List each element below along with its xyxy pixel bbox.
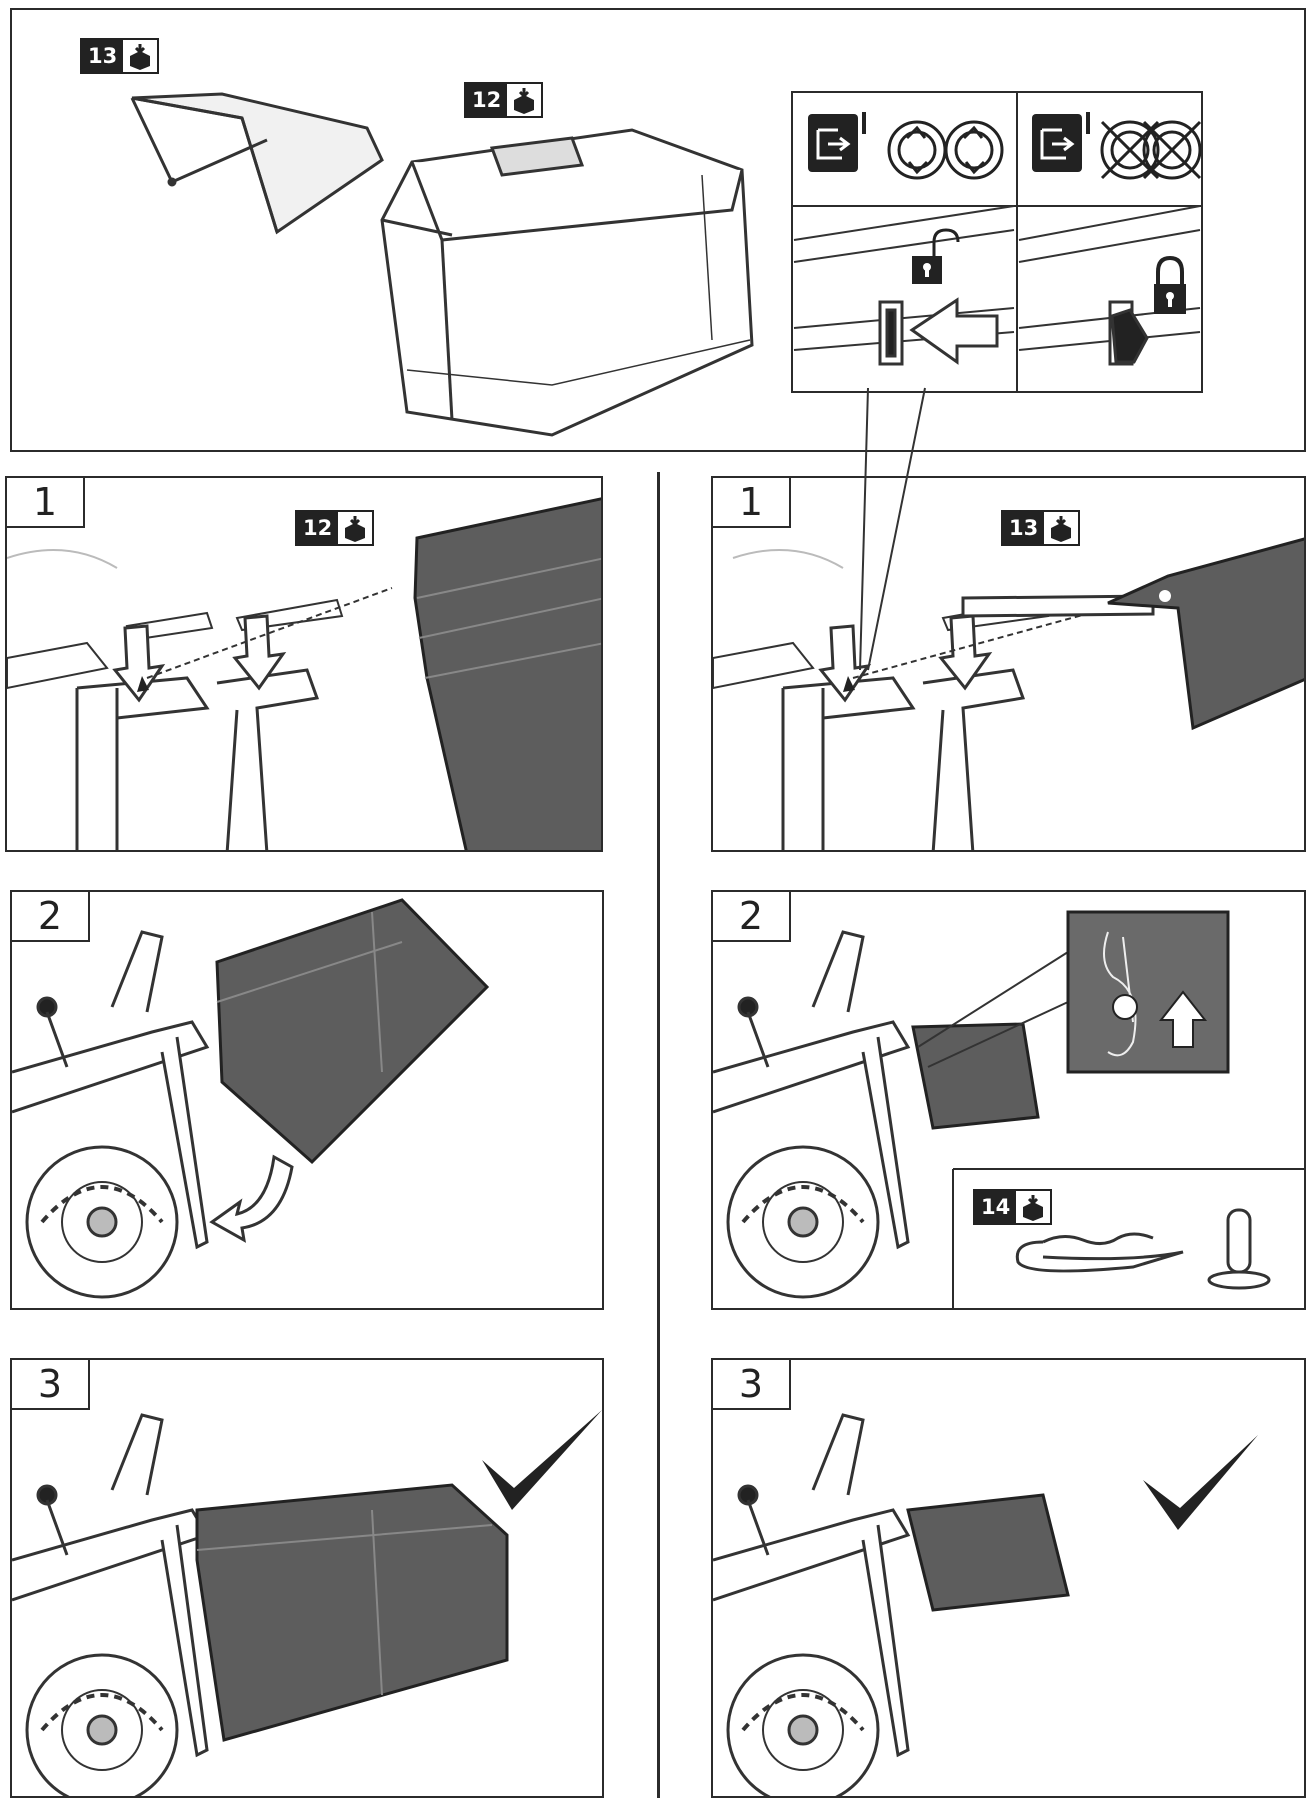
pin-detail-inset (1066, 910, 1230, 1074)
mower-drawing (713, 930, 911, 1299)
part-badge-13: 13 (1001, 510, 1081, 546)
package-icon (1044, 512, 1078, 544)
overview-illustration (130, 91, 1203, 437)
step-number: 3 (713, 1360, 791, 1410)
ignition-off-icon (1032, 112, 1090, 172)
package-icon (338, 512, 372, 544)
step-number: 2 (713, 892, 791, 942)
checkmark-icon (482, 1410, 602, 1510)
left-step-3: 3 (10, 1358, 604, 1798)
grass-box-dark (195, 1483, 509, 1742)
mower-drawing (713, 1413, 911, 1796)
part-badge-13: 13 (80, 38, 160, 74)
part-number: 14 (975, 1191, 1017, 1223)
package-icon (507, 84, 541, 116)
unlock-icon (912, 228, 960, 284)
right-step-2: 2 14 (711, 890, 1306, 1310)
step-illustration (713, 1413, 1258, 1796)
lock-icon (1154, 255, 1186, 314)
rotate-icon (887, 120, 1004, 180)
step-illustration (12, 898, 490, 1299)
grass-box-dark (215, 898, 490, 1165)
right-step-1: 1 13 (711, 476, 1306, 852)
step-number: 3 (12, 1360, 90, 1410)
step-illustration (713, 537, 1304, 850)
step-illustration (12, 1410, 602, 1796)
unlock-detail (793, 205, 1015, 366)
step-number: 1 (713, 478, 791, 528)
mower-drawing (12, 930, 210, 1299)
part-number: 13 (82, 40, 124, 72)
rotate-crossed-icon (1100, 120, 1202, 180)
part-number: 12 (466, 84, 508, 116)
lock-detail (1018, 205, 1201, 366)
part-badge-14: 14 (973, 1189, 1053, 1225)
part-badge-12: 12 (464, 82, 544, 118)
mulch-frame-dark (1107, 537, 1304, 731)
overview-panel: 13 12 (10, 8, 1306, 452)
part-badge-12: 12 (295, 510, 375, 546)
arrow-down-icon (112, 614, 287, 703)
checkmark-icon (1143, 1435, 1258, 1530)
part-number: 13 (1003, 512, 1045, 544)
pin-drawing (1207, 1208, 1271, 1290)
column-divider (657, 472, 660, 1798)
curved-arrow-icon (209, 1154, 294, 1243)
mulch-frame-dark (906, 1493, 1070, 1612)
mower-drawing (12, 1413, 210, 1796)
package-icon (1016, 1191, 1050, 1223)
mulch-frame-dark (911, 1022, 1040, 1130)
left-step-1: 1 12 (5, 476, 603, 852)
arrow-up-icon (1158, 990, 1208, 1048)
grass-box-drawing (380, 128, 754, 437)
mulch-frame-drawing (130, 92, 384, 235)
step-number: 1 (7, 478, 85, 528)
ignition-on-icon (808, 112, 866, 172)
right-step-3: 3 (711, 1358, 1306, 1798)
left-step-2: 2 (10, 890, 604, 1310)
step-illustration (713, 910, 1304, 1308)
step-number: 2 (12, 892, 90, 942)
r-clip-drawing (1015, 1232, 1184, 1273)
part-number: 12 (297, 512, 339, 544)
package-icon (123, 40, 157, 72)
grass-box-dark (413, 497, 601, 850)
step-illustration (7, 497, 601, 850)
arrow-down-icon (818, 614, 993, 703)
